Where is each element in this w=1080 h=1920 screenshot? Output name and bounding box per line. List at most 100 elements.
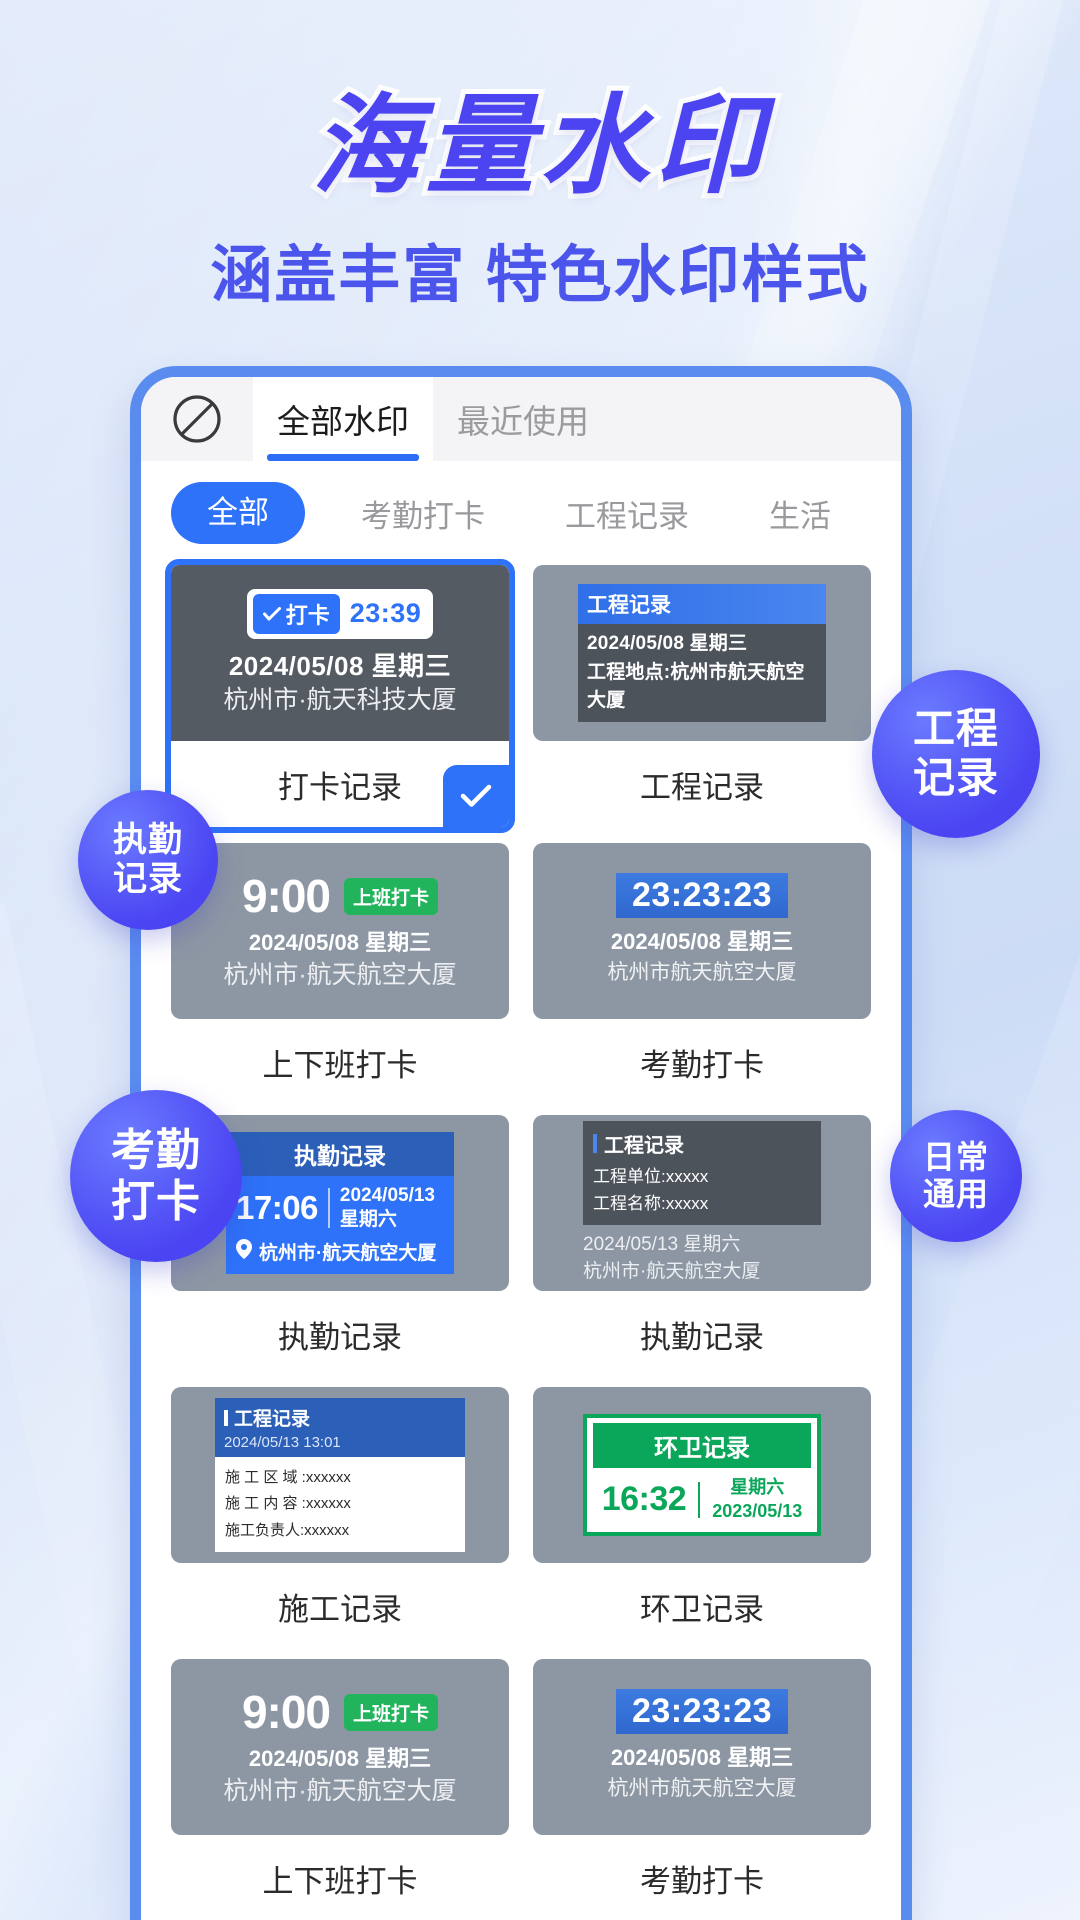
- shift-date: 2024/05/08 星期三: [248, 1746, 432, 1772]
- shift-location: 杭州市·航天航空大厦: [223, 961, 457, 990]
- duty-weekday: 星期六: [339, 1208, 397, 1230]
- shift-badge: 上班打卡: [344, 1693, 439, 1731]
- watermark-preview: 23:23:23 2024/05/08 星期三 杭州市航天航空大厦: [533, 843, 871, 1019]
- watermark-caption: 环卫记录: [640, 1591, 764, 1627]
- watermark-caption: 上下班打卡: [262, 1863, 418, 1899]
- watermark-preview: 环卫记录 16:32 星期六 2023/05/13: [533, 1387, 871, 1563]
- watermark-card-shift-punch[interactable]: 9:00 上班打卡 2024/05/08 星期三 杭州市·航天航空大厦 上下班打…: [171, 843, 509, 1105]
- engineering2-location: 杭州市·航天航空大厦: [583, 1260, 761, 1282]
- sanitation-weekday: 星期六: [730, 1477, 785, 1498]
- watermark-card-construction-record[interactable]: 工程记录 2024/05/13 13:01 施 工 区 域 :xxxxxx 施 …: [171, 1387, 509, 1649]
- watermark-card-shift-punch-2[interactable]: 9:00 上班打卡 2024/05/08 星期三 杭州市·航天航空大厦 上下班打…: [171, 1659, 509, 1920]
- engineering-body: 2024/05/08 星期三 工程地点:杭州市航天航空大厦: [578, 624, 826, 722]
- engineering2-name: 工程名称:xxxxx: [593, 1193, 709, 1213]
- construction-header-box: 工程记录 2024/05/13 13:01: [215, 1398, 465, 1458]
- tab-underline: [267, 454, 419, 461]
- attendance-date: 2024/05/08 星期三: [610, 929, 794, 955]
- duty-date: 2024/05/13: [339, 1184, 435, 1206]
- selected-check-icon: [443, 765, 509, 827]
- category-chip-engineering[interactable]: 工程记录: [565, 498, 689, 534]
- phone-mockup: 全部水印 最近使用 全部 考勤打卡 工程记录 生活: [130, 366, 912, 1920]
- watermark-preview: 工程记录 2024/05/08 星期三 工程地点:杭州市航天航空大厦: [533, 565, 871, 741]
- category-chip-attendance[interactable]: 考勤打卡: [361, 498, 485, 534]
- hero-subtitle: 涵盖丰富 特色水印样式: [210, 241, 870, 310]
- watermark-preview: 工程记录 工程单位:xxxxx 工程名称:xxxxx 2024/05/13 星期…: [533, 1115, 871, 1291]
- attendance-location: 杭州市航天航空大厦: [607, 1777, 797, 1801]
- construction-header: 工程记录: [234, 1409, 311, 1431]
- watermark-card-attendance-punch-2[interactable]: 23:23:23 2024/05/08 星期三 杭州市航天航空大厦 考勤打卡: [533, 1659, 871, 1920]
- engineering2-date: 2024/05/13 星期六: [583, 1234, 741, 1256]
- watermark-card-punch-record[interactable]: 打卡 23:39 2024/05/08 星期三 杭州市·航天科技大厦 打卡记录: [165, 559, 515, 833]
- bubble-line-2: 记录: [113, 860, 183, 898]
- punch-date: 2024/05/08 星期三: [228, 650, 452, 681]
- bubble-line-1: 日常: [922, 1138, 989, 1175]
- caption-text: 打卡记录: [278, 769, 402, 805]
- watermark-preview: 工程记录 2024/05/13 13:01 施 工 区 域 :xxxxxx 施 …: [171, 1387, 509, 1563]
- bubble-attendance: 考勤 打卡: [70, 1090, 242, 1262]
- tab-label: 最近使用: [457, 403, 589, 440]
- accent-bar-icon: [224, 1409, 228, 1426]
- engineering-header: 工程记录: [578, 584, 826, 625]
- sanitation-divider: [698, 1481, 701, 1518]
- shift-date: 2024/05/08 星期三: [248, 930, 432, 956]
- shift-location: 杭州市·航天航空大厦: [223, 1777, 457, 1806]
- attendance-time: 23:23:23: [615, 1689, 789, 1735]
- watermark-caption: 考勤打卡: [640, 1863, 764, 1899]
- bubble-daily: 日常 通用: [890, 1110, 1022, 1242]
- category-chip-all[interactable]: 全部: [171, 482, 305, 544]
- tab-recently-used[interactable]: 最近使用: [433, 377, 613, 461]
- app-screen: 全部水印 最近使用 全部 考勤打卡 工程记录 生活: [141, 377, 901, 1920]
- no-watermark-icon[interactable]: [141, 377, 253, 461]
- punch-time: 23:39: [349, 598, 422, 629]
- bubble-line-2: 打卡: [111, 1177, 201, 1226]
- watermark-preview: 打卡 23:39 2024/05/08 星期三 杭州市·航天科技大厦: [171, 565, 509, 741]
- duty-header: 执勤记录: [226, 1131, 454, 1176]
- hero-title: 海量水印: [307, 85, 768, 206]
- bubble-line-1: 执勤: [113, 820, 183, 859]
- bubble-duty: 执勤 记录: [78, 790, 218, 930]
- bubble-line-2: 记录: [912, 754, 999, 801]
- watermark-caption: 工程记录: [640, 769, 764, 805]
- bubble-line-1: 工程: [912, 705, 999, 753]
- accent-bar-icon: [593, 1133, 597, 1153]
- watermark-preview: 9:00 上班打卡 2024/05/08 星期三 杭州市·航天航空大厦: [171, 1659, 509, 1835]
- watermark-card-duty-record-2[interactable]: 工程记录 工程单位:xxxxx 工程名称:xxxxx 2024/05/13 星期…: [533, 1115, 871, 1377]
- sanitation-header: 环卫记录: [593, 1423, 811, 1469]
- category-chip-life[interactable]: 生活: [769, 498, 831, 534]
- shift-time: 9:00: [241, 1686, 331, 1739]
- watermark-caption: 执勤记录: [640, 1319, 764, 1355]
- location-pin-icon: [236, 1238, 252, 1265]
- duty-location: 杭州市·航天航空大厦: [259, 1243, 437, 1265]
- watermark-grid: 打卡 23:39 2024/05/08 星期三 杭州市·航天科技大厦 打卡记录: [141, 559, 901, 1920]
- engineering2-header: 工程记录: [604, 1134, 684, 1157]
- watermark-caption: 打卡记录: [171, 741, 509, 827]
- sanitation-date: 2023/05/13: [712, 1500, 803, 1521]
- engineering-date: 2024/05/08 星期三: [587, 633, 748, 655]
- watermark-caption: 考勤打卡: [640, 1047, 764, 1083]
- attendance-location: 杭州市航天航空大厦: [607, 961, 797, 985]
- category-chip-row[interactable]: 全部 考勤打卡 工程记录 生活: [141, 461, 901, 565]
- watermark-caption: 施工记录: [278, 1591, 402, 1627]
- watermark-card-attendance-punch[interactable]: 23:23:23 2024/05/08 星期三 杭州市航天航空大厦 考勤打卡: [533, 843, 871, 1105]
- tab-all-watermarks[interactable]: 全部水印: [253, 377, 433, 461]
- engineering-site: 工程地点:杭州市航天航空大厦: [587, 661, 805, 712]
- top-tab-bar: 全部水印 最近使用: [141, 377, 901, 461]
- bubble-line-2: 通用: [922, 1176, 989, 1212]
- tab-label: 全部水印: [277, 403, 409, 440]
- construction-body: 施 工 区 域 :xxxxxx 施 工 内 容 :xxxxxx 施工负责人:xx…: [215, 1457, 465, 1552]
- bubble-line-1: 考勤: [111, 1125, 201, 1175]
- shift-badge: 上班打卡: [344, 877, 439, 915]
- bubble-engineering: 工程 记录: [872, 670, 1040, 838]
- attendance-date: 2024/05/08 星期三: [610, 1745, 794, 1771]
- watermark-caption: 上下班打卡: [262, 1047, 418, 1083]
- punch-location: 杭州市·航天科技大厦: [223, 685, 457, 714]
- punch-pill-label: 打卡: [285, 602, 330, 628]
- shift-time: 9:00: [241, 870, 331, 923]
- duty-body: 17:06 2024/05/13 星期六: [226, 1175, 454, 1275]
- engineering2-box: 工程记录 工程单位:xxxxx 工程名称:xxxxx: [583, 1120, 821, 1226]
- duty-time: 17:06: [236, 1188, 318, 1226]
- watermark-card-engineering-record[interactable]: 工程记录 2024/05/08 星期三 工程地点:杭州市航天航空大厦 工程记录: [533, 565, 871, 833]
- construction-manager: 施工负责人:xxxxxx: [225, 1521, 350, 1539]
- watermark-card-sanitation-record[interactable]: 环卫记录 16:32 星期六 2023/05/13 环卫记录: [533, 1387, 871, 1649]
